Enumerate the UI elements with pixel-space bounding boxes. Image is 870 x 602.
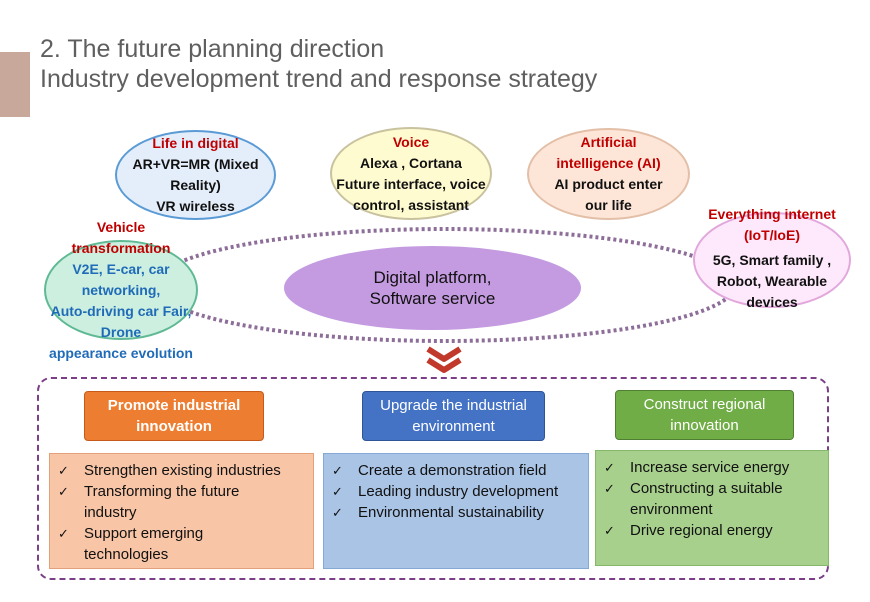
strategy-header-label: Construct regional innovation bbox=[643, 396, 766, 434]
list-item-text: Drive regional energy bbox=[630, 522, 773, 539]
list-item: ✓ Transforming the future industry bbox=[58, 481, 305, 523]
list-item: ✓ Leading industry development bbox=[332, 481, 580, 502]
bubble-heading: Life in digital bbox=[152, 135, 239, 151]
strategy-header-promote: Promote industrial innovation bbox=[84, 391, 264, 441]
check-icon: ✓ bbox=[332, 463, 343, 478]
strategy-list-promote: ✓ Strengthen existing industries ✓ Transfo… bbox=[49, 453, 314, 569]
strategy-header-upgrade: Upgrade the industrial environment bbox=[362, 391, 545, 441]
strategy-header-label: Promote industrial innovation bbox=[107, 397, 241, 435]
strategy-header-label: Upgrade the industrial environment bbox=[380, 397, 527, 435]
check-icon: ✓ bbox=[604, 523, 615, 538]
list-item-text: Increase service energy bbox=[630, 459, 790, 476]
list-item: ✓ Drive regional energy bbox=[604, 520, 820, 541]
bubble-body: 5G, Smart family , Robot, Wearable devic… bbox=[712, 251, 832, 310]
strategy-list-construct: ✓ Increase service energy ✓ Constructing a… bbox=[595, 450, 829, 566]
digital-platform-ellipse: Digital platform, Software service bbox=[284, 246, 581, 330]
list-item-text: Strengthen existing industries bbox=[84, 462, 281, 479]
check-icon: ✓ bbox=[58, 526, 69, 541]
platform-line-1: Digital platform, bbox=[373, 268, 492, 287]
strategy-list-upgrade: ✓ Create a demonstration field ✓ Leading i… bbox=[323, 453, 589, 569]
list-item-text: Create a demonstration field bbox=[358, 462, 547, 479]
list-item-text: Support emerging technologies bbox=[84, 525, 204, 563]
list-item: ✓ Create a demonstration field bbox=[332, 460, 580, 481]
list-item-text: Leading industry development bbox=[358, 483, 559, 500]
bubble-heading: Everything internet (IoT/IoE) bbox=[708, 205, 836, 243]
list-item-text: Environmental sustainability bbox=[358, 504, 544, 521]
bubble-vehicle-transformation: Vehicle transformation V2E, E-car, car n… bbox=[44, 219, 198, 361]
check-icon: ✓ bbox=[604, 481, 615, 496]
check-icon: ✓ bbox=[332, 484, 343, 499]
check-icon: ✓ bbox=[332, 505, 343, 520]
list-item: ✓ Increase service energy bbox=[604, 457, 820, 478]
list-item: ✓ Strengthen existing industries bbox=[58, 460, 305, 481]
bubble-voice: Voice Alexa , Cortana Future interface, … bbox=[330, 127, 492, 220]
platform-line-2: Software service bbox=[369, 289, 496, 308]
bubble-artificial-intelligence: Artificial intelligence (AI) AI product … bbox=[527, 128, 690, 220]
bubble-heading: Artificial intelligence (AI) bbox=[556, 134, 661, 171]
list-item-text: Constructing a suitable environment bbox=[630, 480, 783, 518]
bubble-body: AR+VR=MR (Mixed Reality) VR wireless bbox=[132, 156, 259, 214]
check-icon: ✓ bbox=[58, 484, 69, 499]
page-title: 2. The future planning direction Industr… bbox=[40, 34, 597, 94]
list-item: ✓ Environmental sustainability bbox=[332, 502, 580, 523]
bubble-life-in-digital: Life in digital AR+VR=MR (Mixed Reality)… bbox=[115, 130, 276, 220]
bubble-heading: Voice bbox=[392, 133, 430, 150]
strategy-header-construct: Construct regional innovation bbox=[615, 390, 794, 440]
check-icon: ✓ bbox=[604, 460, 615, 475]
list-item: ✓ Constructing a suitable environment bbox=[604, 478, 820, 520]
list-item-text: Transforming the future industry bbox=[84, 483, 240, 521]
title-accent-bar bbox=[0, 52, 30, 117]
title-line-1: 2. The future planning direction bbox=[40, 35, 385, 63]
double-chevron-down-icon bbox=[426, 346, 462, 373]
bubble-everything-internet: Everything internet (IoT/IoE) 5G, Smart … bbox=[693, 206, 851, 310]
check-icon: ✓ bbox=[58, 463, 69, 478]
bubble-body: AI product enter our life bbox=[554, 176, 663, 213]
bubble-body: Alexa , Cortana Future interface, voice … bbox=[336, 154, 486, 213]
bubble-body: V2E, E-car, car networking, Auto-driving… bbox=[49, 260, 193, 361]
list-item: ✓ Support emerging technologies bbox=[58, 523, 305, 565]
title-line-2: Industry development trend and response … bbox=[40, 65, 598, 93]
bubble-heading: Vehicle transformation bbox=[71, 218, 171, 256]
